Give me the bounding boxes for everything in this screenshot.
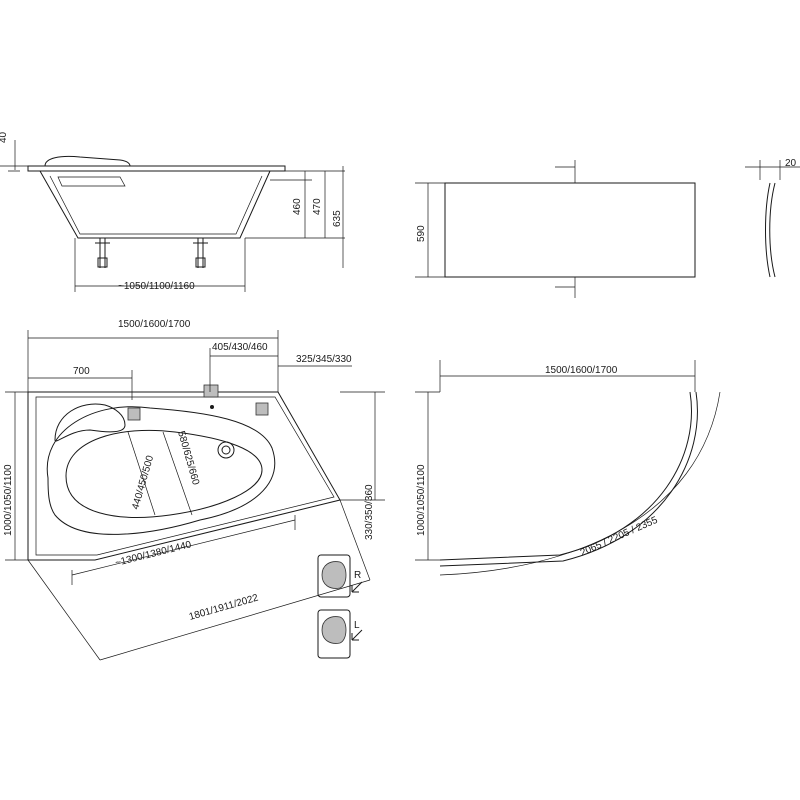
- panel-arc-label: 2065 / 2205 / 2355: [579, 515, 660, 559]
- orientation-left-label: L: [354, 620, 360, 631]
- width-dim-line: [74, 238, 246, 292]
- top-length-label: 1500/1600/1700: [118, 319, 191, 330]
- panel-front-view: 590: [415, 160, 696, 298]
- drain-outer: [217, 441, 235, 459]
- rim-height-label: 40: [0, 131, 9, 143]
- orientation-left-box: [317, 609, 351, 659]
- top-length-dim: [27, 330, 279, 392]
- height-dim-lines: [304, 166, 344, 268]
- tub-rim-inner: [35, 396, 335, 556]
- tub-inner: [49, 175, 263, 235]
- orientation-icons: R L: [317, 554, 363, 659]
- leg-foot-right: [195, 257, 206, 268]
- left-offset-dim: [28, 370, 133, 400]
- panel-top-view: 1500/1600/1700 1000/1050/1100 2065 / 220…: [415, 360, 721, 576]
- panel-rect: [444, 182, 696, 278]
- bottom-length-label: ~1300/1380/1440: [114, 539, 193, 569]
- seat: [57, 176, 126, 187]
- left-height-dim: [5, 391, 28, 561]
- side-width-label: ~1050/1100/1160: [118, 281, 195, 292]
- overflow-dot: [210, 405, 214, 409]
- orientation-right-label: R: [354, 570, 361, 581]
- legs: [99, 238, 204, 268]
- panel-section-curve: [765, 182, 771, 278]
- top-view: 440/450/500 580/625/660 1500/1600/1700 7…: [3, 319, 385, 661]
- drain-offset-label: 405/430/460: [212, 342, 268, 353]
- panel-height-label: 590: [416, 225, 427, 242]
- left-height-label: 1000/1050/1100: [3, 464, 14, 536]
- panel-height-dim-right: [415, 391, 440, 561]
- tub-body: [39, 170, 271, 239]
- tub-rim: [27, 165, 286, 172]
- leg-foot-left: [97, 257, 108, 268]
- basin-outer: [46, 406, 276, 535]
- inner-dim-lines: [127, 431, 193, 516]
- panel-height-right-label: 1000/1050/1100: [416, 464, 427, 536]
- headrest: [44, 155, 131, 167]
- panel-section-view: 20: [745, 158, 800, 278]
- valve-offset-label: 325/345/330: [296, 354, 352, 365]
- diagonal-dim: [27, 499, 371, 661]
- diagonal-label: 1801/1911/2022: [188, 592, 260, 622]
- side-view: 40 460 470 635 ~1050/1100/1160: [0, 131, 345, 292]
- orientation-left-arrow: [351, 629, 363, 641]
- panel-length-dim: [439, 360, 696, 392]
- panel-thickness-label: 20: [785, 158, 797, 169]
- panel-section-curve-2: [769, 182, 776, 278]
- orientation-right-tub: [321, 561, 347, 589]
- panel-curve: [439, 391, 692, 561]
- tap-icon-right: [255, 402, 269, 416]
- right-height-label: 330/350/360: [364, 484, 375, 540]
- height-460-label: 460: [292, 198, 303, 215]
- tub-outline: [27, 391, 341, 561]
- overflow-icon: [203, 384, 219, 398]
- headrest-top: [54, 403, 126, 442]
- panel-thickness-dim: [745, 160, 800, 180]
- panel-curve-outer: [439, 391, 698, 567]
- orientation-left-tub: [321, 616, 347, 644]
- panel-height-dim: [415, 182, 445, 278]
- basin-inner: [65, 429, 263, 518]
- orientation-right-arrow: [351, 581, 363, 593]
- left-offset-label: 700: [73, 366, 90, 377]
- panel-section-marks: [555, 160, 576, 298]
- drain-inner: [221, 445, 231, 455]
- drain-offset-dim: [209, 348, 278, 392]
- panel-length-label: 1500/1600/1700: [545, 365, 618, 376]
- height-470-label: 470: [312, 198, 323, 215]
- bottom-length-dim: [71, 515, 296, 585]
- right-height-dim: [340, 391, 385, 501]
- rim-dim-line: [0, 140, 30, 172]
- panel-arc-dim: [439, 391, 721, 576]
- inner-width-label: 440/450/500: [130, 454, 156, 511]
- orientation-right-box: [317, 554, 351, 598]
- tap-icon-left: [127, 407, 141, 421]
- height-635-label: 635: [332, 210, 343, 227]
